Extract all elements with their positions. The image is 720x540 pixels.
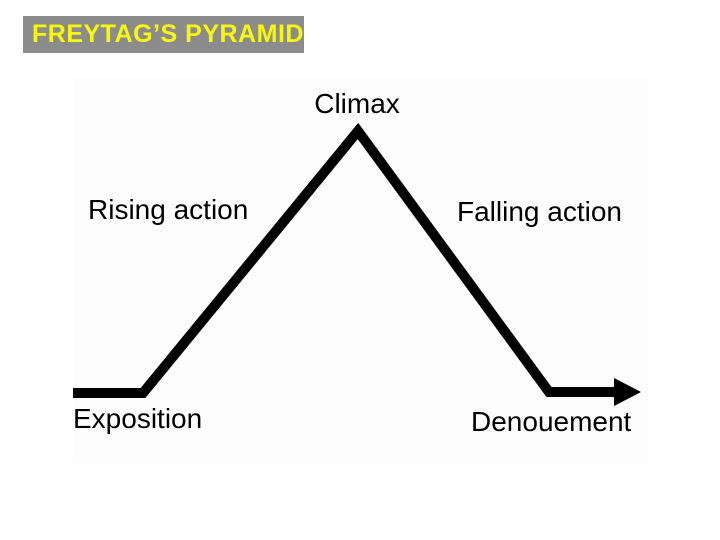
freytag-pyramid-diagram: Climax Rising action Falling action Expo… [73,75,650,463]
slide-title-box: FREYTAG’S PYRAMID [23,16,304,53]
plot-structure-line [73,122,614,398]
label-falling-action: Falling action [457,196,622,227]
label-denouement: Denouement [471,406,632,437]
label-exposition: Exposition [73,403,203,434]
label-rising-action: Rising action [88,194,249,225]
pyramid-line-drawing [73,122,641,406]
label-climax: Climax [314,88,400,119]
arrowhead-icon [614,378,641,406]
slide-title: FREYTAG’S PYRAMID [32,20,304,48]
